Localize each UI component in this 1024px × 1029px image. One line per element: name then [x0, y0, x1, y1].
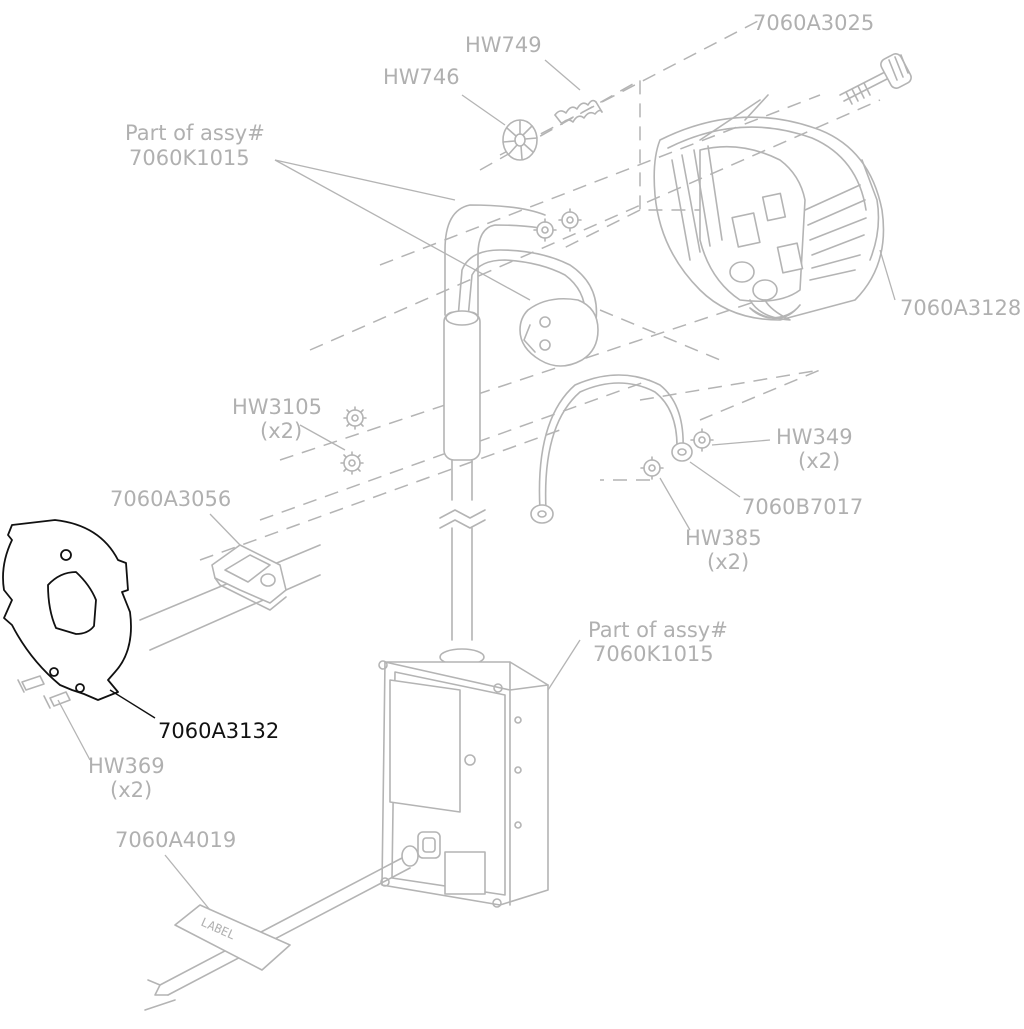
label-hw3105-line2: (x2) — [260, 419, 302, 443]
label-hw369-line2: (x2) — [110, 778, 152, 802]
housing-7060a3128 — [653, 94, 885, 321]
label-hw3105-line1: HW3105 — [232, 395, 322, 419]
label-7060a3025: 7060A3025 — [753, 11, 874, 35]
label-assy-mid-line1: Part of assy# — [588, 618, 728, 642]
label-hw746: HW746 — [383, 65, 460, 89]
label-7060a3128: 7060A3128 — [900, 296, 1021, 320]
label-7060a4019: 7060A4019 — [115, 828, 236, 852]
power-cord — [144, 857, 411, 1011]
label-hw749: HW749 — [465, 33, 542, 57]
label-assy-top-line2: 7060K1015 — [129, 146, 250, 170]
label-hw385-line1: HW385 — [685, 526, 762, 550]
label-7060a3132: 7060A3132 — [158, 719, 279, 743]
part-labels: HW749 HW746 7060A3025 Part of assy# 7060… — [88, 11, 1021, 852]
label-7060a3056: 7060A3056 — [110, 487, 231, 511]
star-washers-hw3105 — [340, 406, 367, 475]
label-hw349-line1: HW349 — [776, 425, 853, 449]
spring-hw749 — [554, 99, 603, 125]
ground-wire-7060b7017 — [530, 374, 714, 524]
assembly-axes — [139, 19, 881, 651]
junction-box — [378, 648, 549, 908]
label-tag-7060a4019: LABEL — [174, 904, 291, 971]
screws-hw369 — [17, 675, 71, 709]
bracket-7060a3056 — [211, 544, 287, 611]
thumb-screw-7060a3025 — [839, 53, 912, 105]
star-washer-hw746 — [502, 119, 538, 161]
label-hw349-line2: (x2) — [798, 449, 840, 473]
label-hw369-line1: HW369 — [88, 754, 165, 778]
label-assy-mid-line2: 7060K1015 — [593, 642, 714, 666]
washer-pair-top — [533, 208, 582, 242]
label-assy-top-line1: Part of assy# — [125, 121, 265, 145]
leader-lines — [57, 59, 896, 911]
label-hw385-line2: (x2) — [707, 550, 749, 574]
cover-plate-7060a3132 — [2, 519, 132, 701]
lamp-cable-assembly — [439, 204, 599, 641]
label-7060b7017: 7060B7017 — [742, 495, 863, 519]
